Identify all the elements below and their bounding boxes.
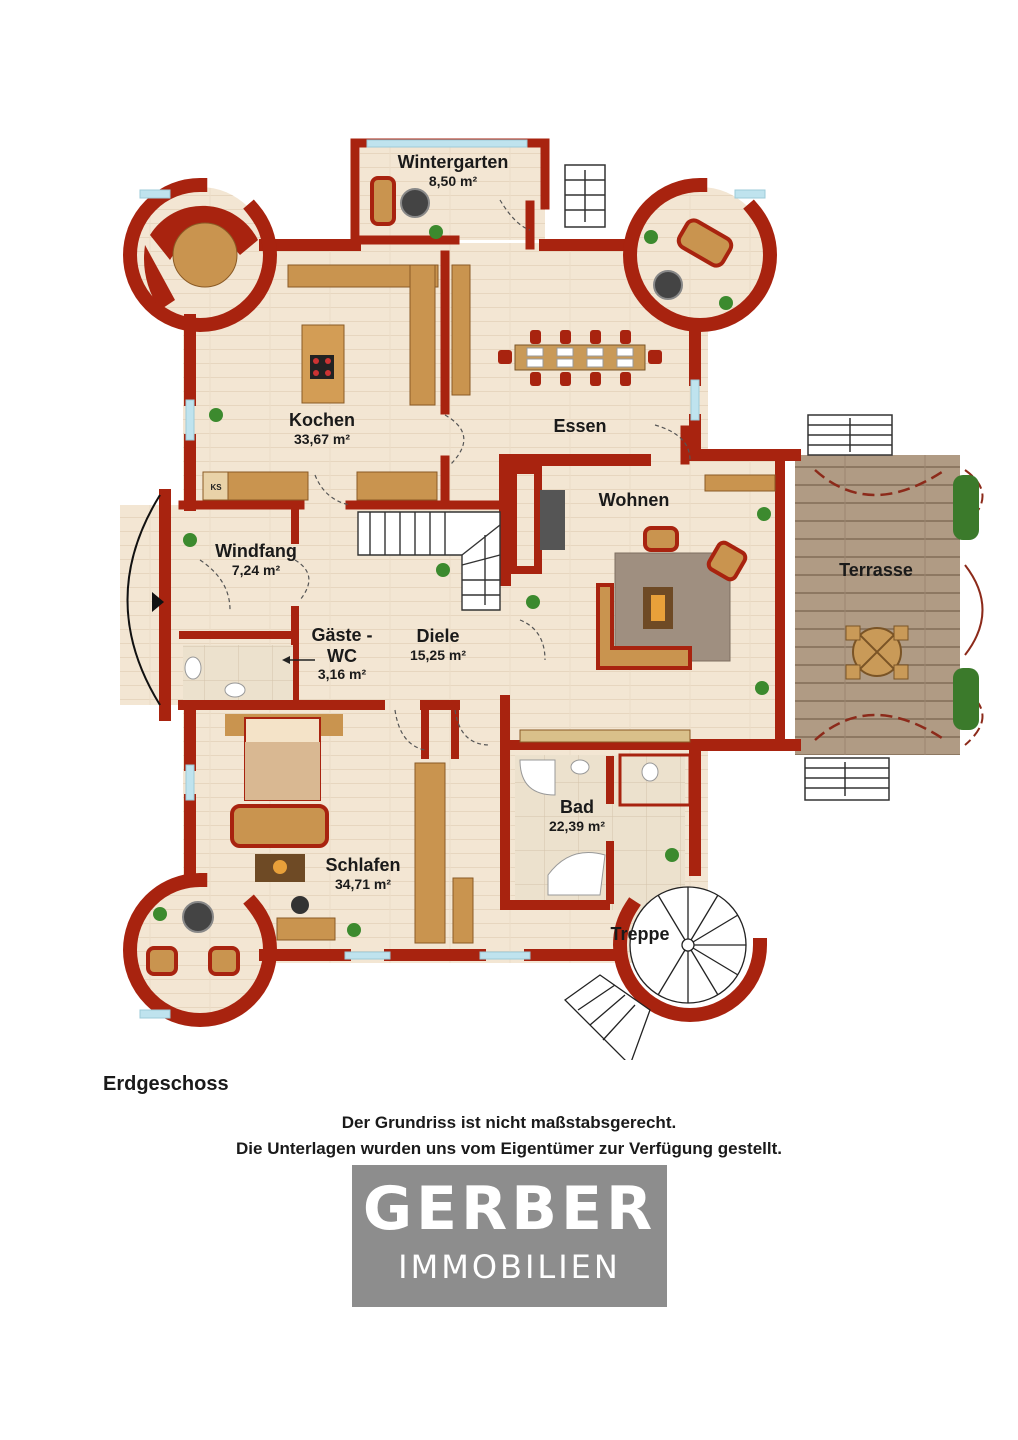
guest-wc-fixtures-icon [183,645,315,700]
bath-fixtures-icon [519,753,692,896]
room-area: 3,16 m² [317,666,367,683]
room-label-essen: Essen [530,416,630,437]
room-name: Diele [416,626,460,646]
wintergarten-stairs-icon [564,164,606,228]
wintergarten-furniture-icon [370,176,430,226]
logo-brand: GERBER [362,1174,657,1244]
room-name: Gäste - [311,625,373,645]
room-name: Terrasse [839,560,913,580]
terrace-steps-top [807,414,893,456]
floor-plan: KS [120,138,984,1060]
disclaimer-line-1: Der Grundriss ist nicht maßstabsgerecht. [341,1113,677,1132]
room-label-schlafen: Schlafen 34,71 m² [313,855,413,892]
room-label-wohnen: Wohnen [584,490,684,511]
room-name: Wintergarten [397,152,509,172]
living-room-furniture-icon [519,474,776,743]
room-label-diele: Diele 15,25 m² [388,626,488,663]
room-area: 15,25 m² [409,646,467,663]
company-logo: GERBER IMMOBILIEN [352,1165,667,1307]
cabinet-label: KS [210,483,222,492]
room-label-treppe: Treppe [590,924,690,945]
main-stairs-icon [357,511,501,611]
room-name: Wohnen [598,490,670,510]
walls [123,138,801,1027]
room-area: 34,71 m² [334,875,392,892]
tower-lounge-icon [144,205,258,310]
room-area: 22,39 m² [548,817,606,834]
room-label-windfang: Windfang 7,24 m² [196,541,316,578]
plant-icon [153,225,771,937]
disclaimer-line-2: Die Unterlagen wurden uns vom Eigentümer… [236,1138,782,1158]
room-area: 7,24 m² [231,561,281,578]
room-name-line2: WC [327,645,357,666]
dining-table-icon [498,330,662,386]
tower-armchair-icon [653,218,734,300]
room-area: 33,67 m² [293,430,351,447]
floor-title: Erdgeschoss [103,1073,229,1095]
kitchen-counters [202,264,471,501]
room-label-bad: Bad 22,39 m² [527,797,627,834]
room-name: Kochen [288,410,355,430]
spiral-stairs-icon [563,886,747,1060]
terrace-deck [795,414,984,801]
room-name: Essen [553,416,607,436]
room-name: Treppe [610,924,670,944]
room-label-terrasse: Terrasse [826,560,926,581]
bedroom-furniture-icon [225,714,474,944]
room-name: Bad [559,797,594,817]
room-label-wintergarten: Wintergarten 8,50 m² [383,152,523,189]
terrace-steps-bottom [804,757,890,801]
logo-subtitle: IMMOBILIEN [398,1248,621,1286]
room-area: 8,50 m² [428,172,478,189]
windows [139,139,766,1019]
entrance-door[interactable] [126,494,165,706]
tower-seating-icon [146,901,240,976]
disclaimer: Der Grundriss ist nicht maßstabsgerecht.… [0,1110,1018,1161]
room-label-gaeste-wc: Gäste - WC 3,16 m² [292,625,392,682]
door-swings [199,199,691,751]
room-name: Schlafen [325,855,401,875]
room-name: Windfang [215,541,297,561]
terrace-table-icon [845,625,909,680]
room-label-kochen: Kochen 33,67 m² [262,410,382,447]
hedge-icon [953,475,979,730]
